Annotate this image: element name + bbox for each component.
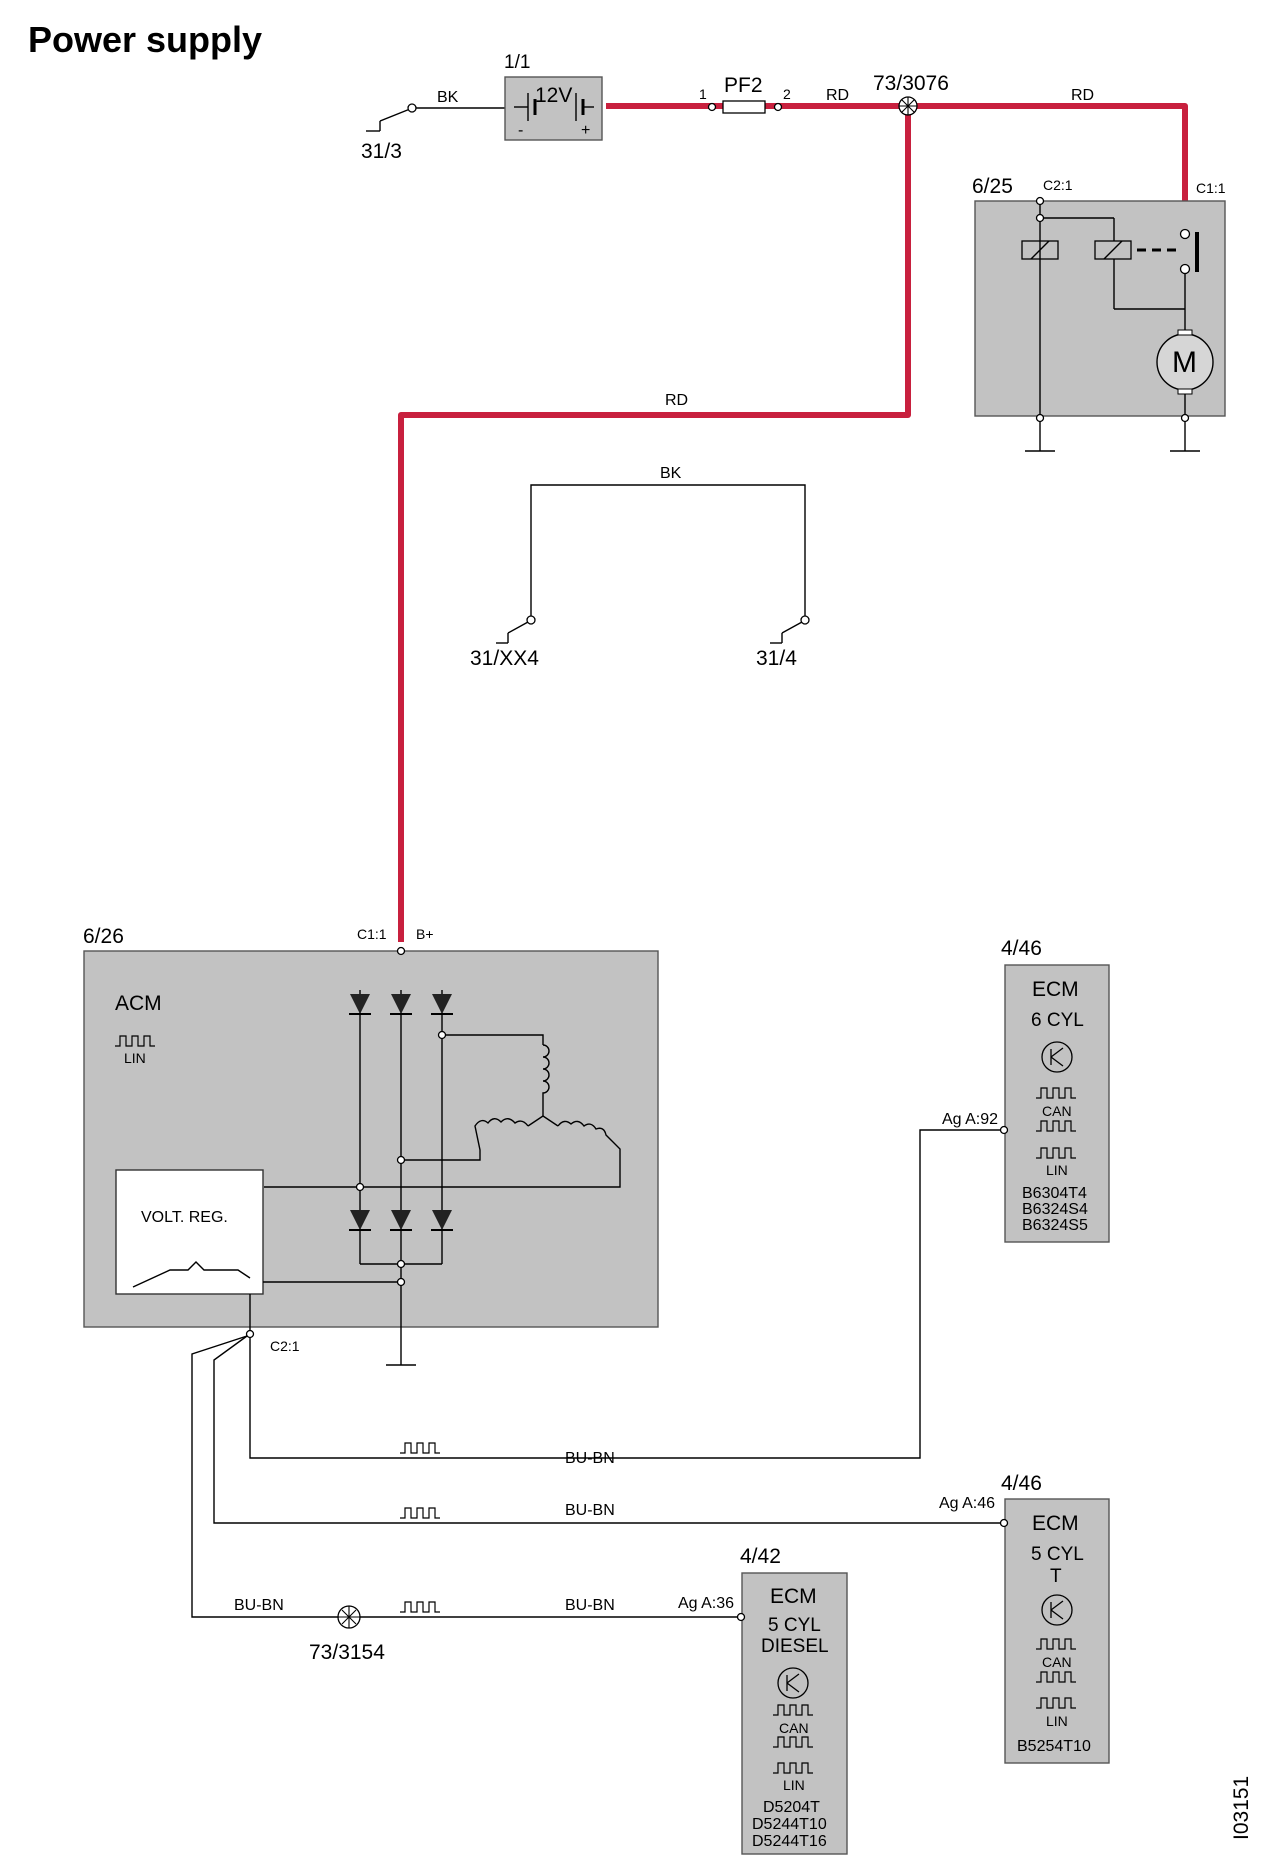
alternator-name: ACM — [115, 992, 162, 1015]
wire-color-bu-bn-2: BU-BN — [565, 1502, 615, 1519]
battery-ref: 1/1 — [504, 52, 530, 73]
battery: 1/1 12V - + — [504, 52, 603, 141]
document-id: I03151 — [1230, 1776, 1253, 1840]
ecm-5cyl-diesel-can: CAN — [779, 1720, 809, 1736]
starter-motor-symbol: M — [1172, 346, 1197, 379]
starter-ref: 6/25 — [972, 175, 1013, 198]
ecm-5cyl-t: 4/46 Ag A:46 ECM 5 CYL T CAN LIN B5254T1… — [939, 1472, 1110, 1764]
ecm-5cyl-t-lin: LIN — [1046, 1713, 1068, 1729]
splice-73-3154: 73/3154 — [309, 1605, 385, 1664]
wire-color-bu-bn-3: BU-BN — [234, 1597, 284, 1614]
ecm-5cyl-diesel-pin: Ag A:36 — [678, 1595, 734, 1612]
ground-label-31-xx4: 31/XX4 — [470, 647, 539, 670]
lin-bus-wires: BU-BN BU-BN BU-BN BU-BN 73/3154 — [191, 1129, 1004, 1664]
wire-color-bu-bn-1: BU-BN — [565, 1450, 615, 1467]
battery-minus: - — [518, 122, 523, 139]
ecm-5cyl-t-variant2: T — [1050, 1566, 1062, 1587]
alternator: 6/26 C1:1 B+ ACM LIN VOLT. REG. — [83, 925, 659, 1366]
ecm-5cyl-diesel-name: ECM — [770, 1585, 817, 1608]
fuse-pin-1: 1 — [699, 86, 707, 102]
wire-color-bk-top: BK — [437, 89, 459, 106]
battery-voltage: 12V — [535, 84, 572, 107]
ground-label-31-4: 31/4 — [756, 647, 797, 670]
ecm-5cyl-t-can: CAN — [1042, 1654, 1072, 1670]
wire-color-rd-3: RD — [665, 392, 688, 409]
ecm-5cyl-diesel-variant: 5 CYL — [768, 1615, 821, 1636]
ground-31-3: BK 31/3 — [361, 89, 505, 163]
ecm-6cyl: 4/46 Ag A:92 ECM 6 CYL CAN LIN B6304T4 B… — [942, 937, 1110, 1243]
alternator-ref: 6/26 — [83, 925, 124, 948]
ecm-6cyl-name: ECM — [1032, 978, 1079, 1001]
ecm-5cyl-t-variant: 5 CYL — [1031, 1544, 1084, 1565]
fuse-pin-2: 2 — [783, 86, 791, 102]
splice-top-label: 73/3076 — [873, 72, 949, 95]
ecm-5cyl-diesel-engine-3: D5244T16 — [752, 1833, 827, 1850]
ecm-5cyl-diesel-engine-1: D5204T — [763, 1799, 820, 1816]
power-wire-splice-to-alternator — [398, 106, 911, 942]
fuse-ref: PF2 — [724, 74, 763, 97]
battery-plus: + — [581, 122, 590, 139]
ecm-5cyl-diesel-variant2: DIESEL — [761, 1636, 829, 1657]
ground-link-bk: BK 31/XX4 31/4 — [470, 465, 810, 670]
power-wire-battery-to-starter — [606, 103, 1188, 234]
ecm-5cyl-t-name: ECM — [1032, 1512, 1079, 1535]
ecm-6cyl-pin: Ag A:92 — [942, 1111, 998, 1128]
starter-connector-c2: C2:1 — [1043, 177, 1073, 193]
alternator-lin: LIN — [124, 1050, 146, 1066]
ecm-5cyl-diesel: 4/42 Ag A:36 ECM 5 CYL DIESEL CAN LIN D5… — [678, 1545, 848, 1855]
splice-73-3076: 73/3076 — [873, 72, 949, 116]
wire-color-rd-2: RD — [1071, 87, 1094, 104]
ecm-5cyl-t-ref: 4/46 — [1001, 1472, 1042, 1495]
wire-color-rd-1: RD — [826, 87, 849, 104]
wire-color-bk-mid: BK — [660, 465, 682, 482]
ecm-6cyl-lin: LIN — [1046, 1162, 1068, 1178]
ecm-5cyl-diesel-transistor-icon — [777, 1667, 809, 1699]
ecm-5cyl-diesel-lin: LIN — [783, 1777, 805, 1793]
ecm-6cyl-ref: 4/46 — [1001, 937, 1042, 960]
ecm-6cyl-engine-2: B6324S4 — [1022, 1201, 1088, 1218]
ecm-6cyl-transistor-icon — [1041, 1041, 1073, 1073]
ecm-6cyl-can: CAN — [1042, 1103, 1072, 1119]
wire-color-bu-bn-4: BU-BN — [565, 1597, 615, 1614]
ecm-5cyl-t-pin: Ag A:46 — [939, 1495, 995, 1512]
splice-bottom-label: 73/3154 — [309, 1641, 385, 1664]
ground-label-31-3: 31/3 — [361, 140, 402, 163]
ecm-5cyl-t-engine-1: B5254T10 — [1017, 1738, 1091, 1755]
alternator-connector-c1: C1:1 — [357, 926, 387, 942]
voltage-regulator-label: VOLT. REG. — [141, 1209, 228, 1226]
ecm-5cyl-t-transistor-icon — [1041, 1594, 1073, 1626]
ecm-5cyl-diesel-engine-2: D5244T10 — [752, 1816, 827, 1833]
ecm-6cyl-engine-3: B6324S5 — [1022, 1217, 1088, 1234]
ecm-6cyl-engine-1: B6304T4 — [1022, 1185, 1087, 1202]
alternator-b-plus: B+ — [416, 926, 434, 942]
ecm-6cyl-variant: 6 CYL — [1031, 1010, 1084, 1031]
starter-connector-c1: C1:1 — [1196, 180, 1226, 196]
alternator-connector-c2: C2:1 — [270, 1338, 300, 1354]
fuse-pf2: PF2 1 2 — [699, 74, 791, 114]
diagram-title: Power supply — [28, 19, 262, 60]
ecm-5cyl-diesel-ref: 4/42 — [740, 1545, 781, 1568]
starter-motor: 6/25 C2:1 C1:1 M — [972, 175, 1226, 452]
